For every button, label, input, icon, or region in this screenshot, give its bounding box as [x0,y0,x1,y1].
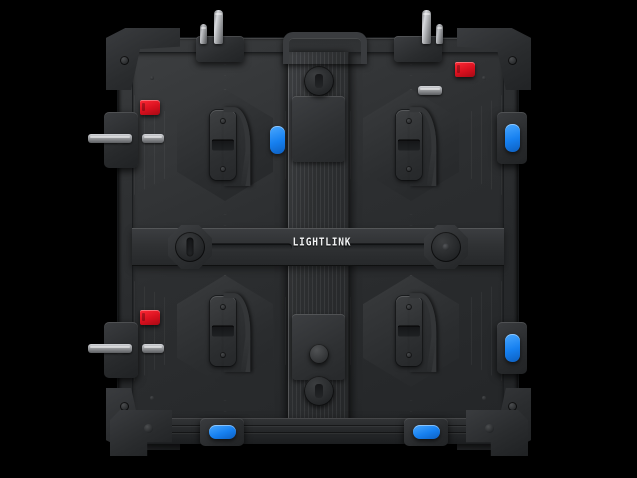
blue-handle-right-lower[interactable] [505,334,520,362]
foot-hole [144,424,153,433]
foot-hole [485,424,494,433]
column-block-upper [292,96,345,162]
center-cross-bar [132,225,504,269]
lock-pin-upper-right [418,86,442,95]
bar-slot-left [184,243,292,251]
hub-left[interactable] [168,225,212,269]
rail-line [132,432,504,433]
blue-handle-column-upper[interactable] [270,126,285,154]
alignment-pin-left-short [200,24,207,44]
alignment-pin-right-tall [422,10,431,44]
rail-line [132,425,504,426]
bracket-hole [508,56,517,65]
lock-icon-top[interactable] [303,66,334,96]
blue-handle-right-upper[interactable] [505,124,520,152]
top-arch-handle[interactable] [283,32,367,64]
red-latch-lever-upper-left[interactable] [140,100,160,115]
red-latch-lever-upper-right[interactable] [455,62,475,77]
lock-pin-lower-left [88,344,132,353]
hex-ring [350,75,472,215]
marker-dot [482,76,486,80]
marker-dot [150,396,154,400]
hex-ring [164,75,286,215]
quadrant-hook [223,293,251,373]
hub-slot-icon [186,237,194,257]
alignment-pin-left-tall [214,10,223,44]
lock-icon-bottom[interactable] [303,376,334,406]
lock-pin-lower-left-inner [142,344,164,353]
hub-center-dot [442,243,450,251]
keyhole-icon [314,74,323,88]
bottom-rail [124,418,512,444]
blue-handle-bottom-right[interactable] [413,425,440,439]
lock-pin-upper-left-inner [142,134,164,143]
lock-pin-upper-left [88,134,132,143]
bracket-hole [120,402,129,411]
quadrant-hook [409,107,437,187]
keyhole-icon [314,384,323,398]
brand-logo: LIGHTLINK [293,234,351,250]
marker-dot [482,396,486,400]
brand-logo-text: LIGHTLINK [292,235,352,249]
blue-handle-bottom-left[interactable] [209,425,236,439]
marker-dot [150,76,154,80]
red-latch-lever-lower-left[interactable] [140,310,160,325]
quadrant-top-right [318,52,504,238]
alignment-pin-right-short [436,24,443,44]
boss-cap [308,344,329,364]
bracket-hole [508,402,517,411]
bar-slot-right [344,243,452,251]
bracket-hole [120,56,129,65]
quadrant-hook [409,293,437,373]
pin-block-right [394,36,442,62]
quadrant-hook [223,107,251,187]
hub-right[interactable] [424,225,468,269]
